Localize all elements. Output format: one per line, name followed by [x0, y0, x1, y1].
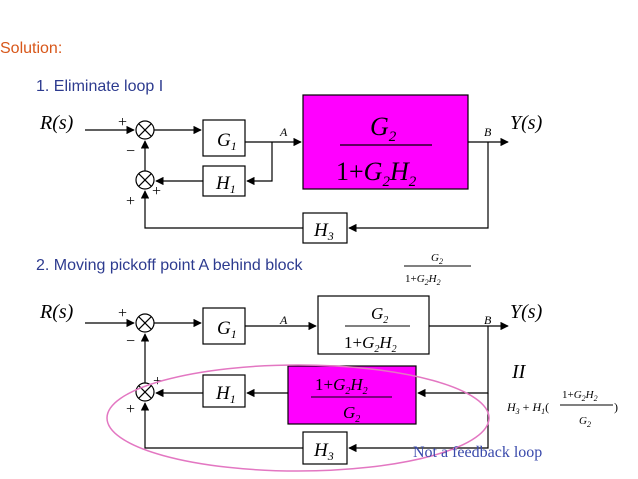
svg-text:G2: G2 [431, 252, 443, 266]
inv-num-2: 1+G2H2 [315, 375, 368, 397]
step1-label: 1. Eliminate loop I [36, 78, 164, 95]
sign-2b-plus-bottom: + [126, 401, 135, 418]
summing-junction-2a [135, 313, 155, 333]
g1-block-1 [202, 119, 246, 157]
step2-label-fraction: G2 1+G2H2 [404, 252, 471, 287]
sign-1a-minus: − [126, 143, 135, 160]
tf-den-1: 1+G2H2 [336, 157, 417, 190]
sign-2a-minus: − [126, 333, 135, 350]
svg-text:G2: G2 [579, 415, 591, 429]
loop-ii-label: II [511, 361, 527, 383]
diagram-1: R(s) Y(s) G1 H1 G2 1+G2H2 [39, 94, 543, 244]
inverse-block-2 [287, 365, 417, 425]
h3-block-1 [302, 212, 348, 244]
output-label-1: Y(s) [510, 112, 543, 134]
svg-text:H3 + H1(: H3 + H1( [506, 400, 549, 416]
sign-1b-plus: + [152, 183, 161, 200]
input-label-2: R(s) [39, 301, 74, 323]
point-b-2: B [484, 313, 492, 327]
sign-2a-plus: + [118, 305, 127, 322]
equivalent-expression: H3 + H1( 1+G2H2 G2 ) [506, 389, 618, 429]
loop-ii-ellipse [106, 364, 490, 472]
wires-2 [85, 318, 509, 453]
svg-text:1+G2H2: 1+G2H2 [405, 273, 441, 287]
svg-text:1+G2H2: 1+G2H2 [562, 389, 598, 403]
not-feedback-note: Not a feedback loop [413, 444, 543, 461]
solution-heading: Solution: [0, 40, 63, 57]
point-b-1: B [484, 125, 492, 139]
summing-junction-1a [135, 120, 155, 140]
wires-1 [85, 125, 509, 233]
step2-label: 2. Moving pickoff point A behind block [36, 257, 303, 274]
point-a-1: A [279, 125, 288, 139]
diagram-2: R(s) Y(s) G2 1+G2H2 G1 [39, 252, 618, 465]
output-label-2: Y(s) [510, 301, 543, 323]
input-label-1: R(s) [39, 112, 74, 134]
sign-1a-plus: + [118, 114, 127, 131]
reduced-g2-block-2 [317, 295, 430, 355]
tf-den-2: 1+G2H2 [344, 333, 397, 355]
point-a-2: A [279, 313, 288, 327]
g1-block-2 [202, 307, 246, 345]
tf-num-1: G2 [370, 112, 397, 145]
reduced-g2-block-1 [302, 94, 469, 190]
svg-text:): ) [614, 400, 618, 414]
h1-block-2 [202, 374, 246, 408]
sign-1b-plus-bottom: + [126, 193, 135, 210]
